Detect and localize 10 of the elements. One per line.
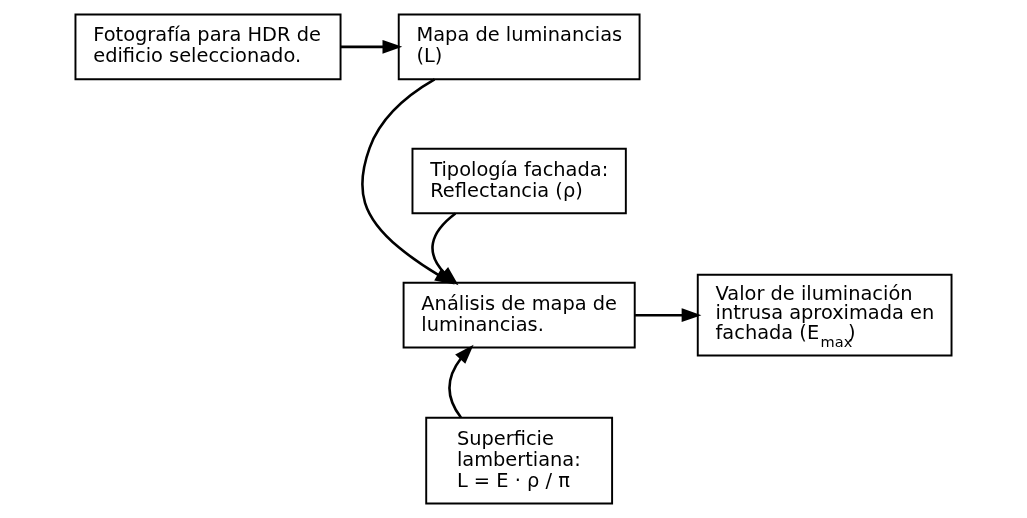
arrow [361, 78, 455, 285]
arrow [635, 308, 702, 323]
arrow [340, 39, 403, 54]
node-box: Análisis de mapa de luminancias. [402, 281, 636, 349]
node-box: Tipología fachada: Reflectancia (ρ) [411, 147, 627, 215]
node-box: Valor de iluminación intrusa aproximada en fachada (E$_{max}$) [696, 273, 953, 357]
node-box: Fotografía para HDR de edificio seleccionado. [74, 13, 342, 81]
node-box: Mapa de luminancias (L) [397, 13, 641, 81]
arrow [448, 344, 474, 419]
node-box: Superficie lambertiana: L = E · ρ / π [425, 416, 614, 505]
